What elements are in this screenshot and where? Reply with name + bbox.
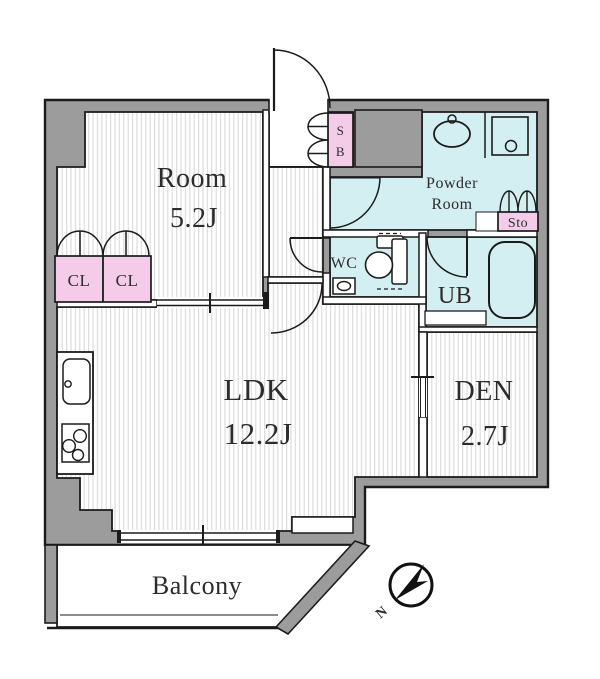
kitchen-faucet: [64, 380, 72, 388]
ldk-size-label: 12.2J: [224, 416, 293, 451]
shoe-box-label-s: S: [337, 123, 345, 138]
washbasin-sink: [433, 120, 471, 148]
entrance-door: [268, 48, 331, 113]
balcony-diagonal-wall: [274, 540, 371, 636]
wc-label: WC: [331, 255, 358, 272]
compass-circle: [388, 562, 434, 608]
powder-room-door: [329, 176, 381, 229]
storage-sto: Sto: [475, 190, 539, 232]
balcony-left-wall: [44, 544, 58, 624]
kitchen-sink: [62, 358, 91, 405]
balcony-window: [117, 525, 280, 548]
unit-bath-fixtures: [424, 241, 536, 326]
entrance-door-swing-arc: [273, 49, 331, 109]
balcony: [44, 540, 371, 636]
ldk-name-label: LDK: [223, 372, 288, 407]
kitchen: [56, 351, 94, 475]
wc-door: [289, 237, 323, 273]
window-ledge: [291, 516, 354, 534]
closet-right-label: CL: [116, 271, 139, 290]
toilet-bowl: [364, 251, 394, 279]
stove-burner: [72, 429, 87, 444]
stove-burner: [62, 439, 77, 454]
wc-hand-sink: [332, 277, 356, 295]
unit-bath-door: [426, 236, 468, 278]
washer-pan: [491, 116, 529, 156]
compass: N: [373, 562, 434, 622]
closet-bifold-doors-right: [102, 230, 150, 257]
bathtub: [488, 241, 536, 319]
den-size-label: 2.7J: [461, 421, 509, 452]
washer-drain: [504, 139, 518, 153]
washbasin-faucet: [447, 114, 457, 124]
powder-room-label-line1: Powder: [426, 175, 478, 192]
shoe-box: S B: [307, 112, 354, 168]
wc-fixtures: [332, 232, 408, 295]
closets: CL CL: [54, 230, 152, 303]
kitchen-stove: [61, 423, 90, 463]
powder-room-fixtures: [433, 112, 529, 158]
bedroom-sliding-door: [157, 292, 269, 313]
stove-burner: [71, 448, 85, 462]
bath-counter: [424, 310, 487, 326]
den-name-label: DEN: [454, 376, 513, 407]
den-opening: [411, 376, 434, 417]
bedroom-size-label: 5.2J: [170, 203, 218, 234]
corridor-floor: [268, 166, 324, 278]
compass-needle: [395, 564, 428, 600]
unit-bath-label: UB: [438, 283, 472, 309]
bedroom-name-label: Room: [157, 163, 227, 194]
powder-room-label-line2: Room: [431, 196, 472, 213]
toilet-tank: [391, 238, 408, 285]
storage-label: Sto: [508, 216, 528, 231]
interior-walls: [56, 109, 538, 478]
room-labels: Room 5.2J LDK 12.2J DEN 2.7J Balcony Pow…: [152, 163, 513, 600]
compass-north-label: N: [373, 604, 391, 622]
shoe-box-label-b: B: [336, 144, 345, 159]
closet-left-label: CL: [68, 271, 91, 290]
ldk-door: [270, 283, 323, 334]
balcony-label: Balcony: [152, 571, 242, 600]
